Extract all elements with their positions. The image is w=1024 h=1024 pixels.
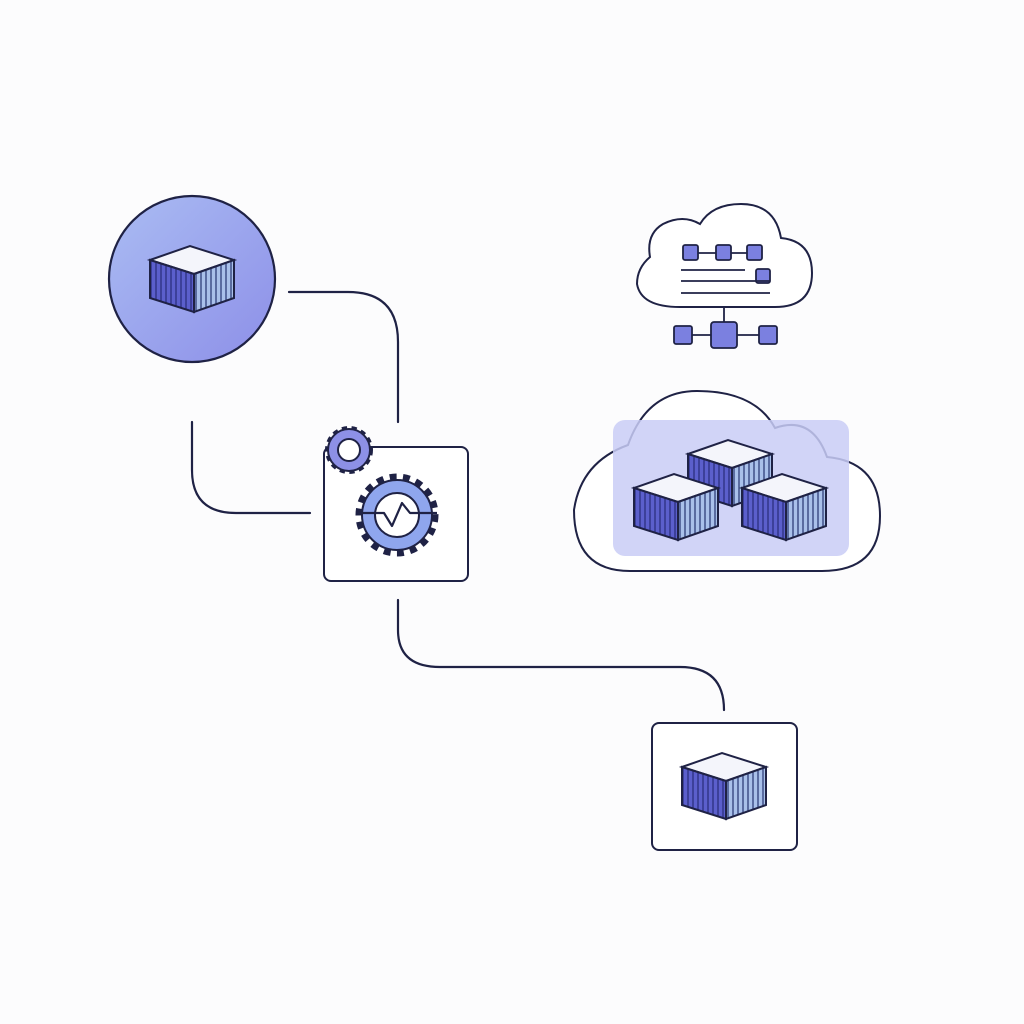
connector-gears-to-target (396, 598, 726, 712)
network-nodes-icon (673, 244, 778, 349)
shipping-container-icon (149, 245, 235, 313)
shipping-container-icon (741, 473, 827, 541)
source-container-node[interactable] (107, 194, 277, 364)
connector-branch-left (190, 420, 312, 515)
target-container-node[interactable] (651, 722, 798, 851)
shipping-container-icon (681, 752, 767, 820)
processing-gears-node[interactable] (323, 426, 469, 582)
shipping-container-icon (633, 473, 719, 541)
cloud-cluster-node[interactable] (572, 389, 882, 572)
large-gear-icon (355, 473, 439, 557)
connector-source-to-gears (287, 290, 400, 424)
small-gear-icon (325, 426, 373, 474)
connector-lines (190, 290, 726, 712)
cloud-network-node[interactable] (635, 202, 814, 349)
